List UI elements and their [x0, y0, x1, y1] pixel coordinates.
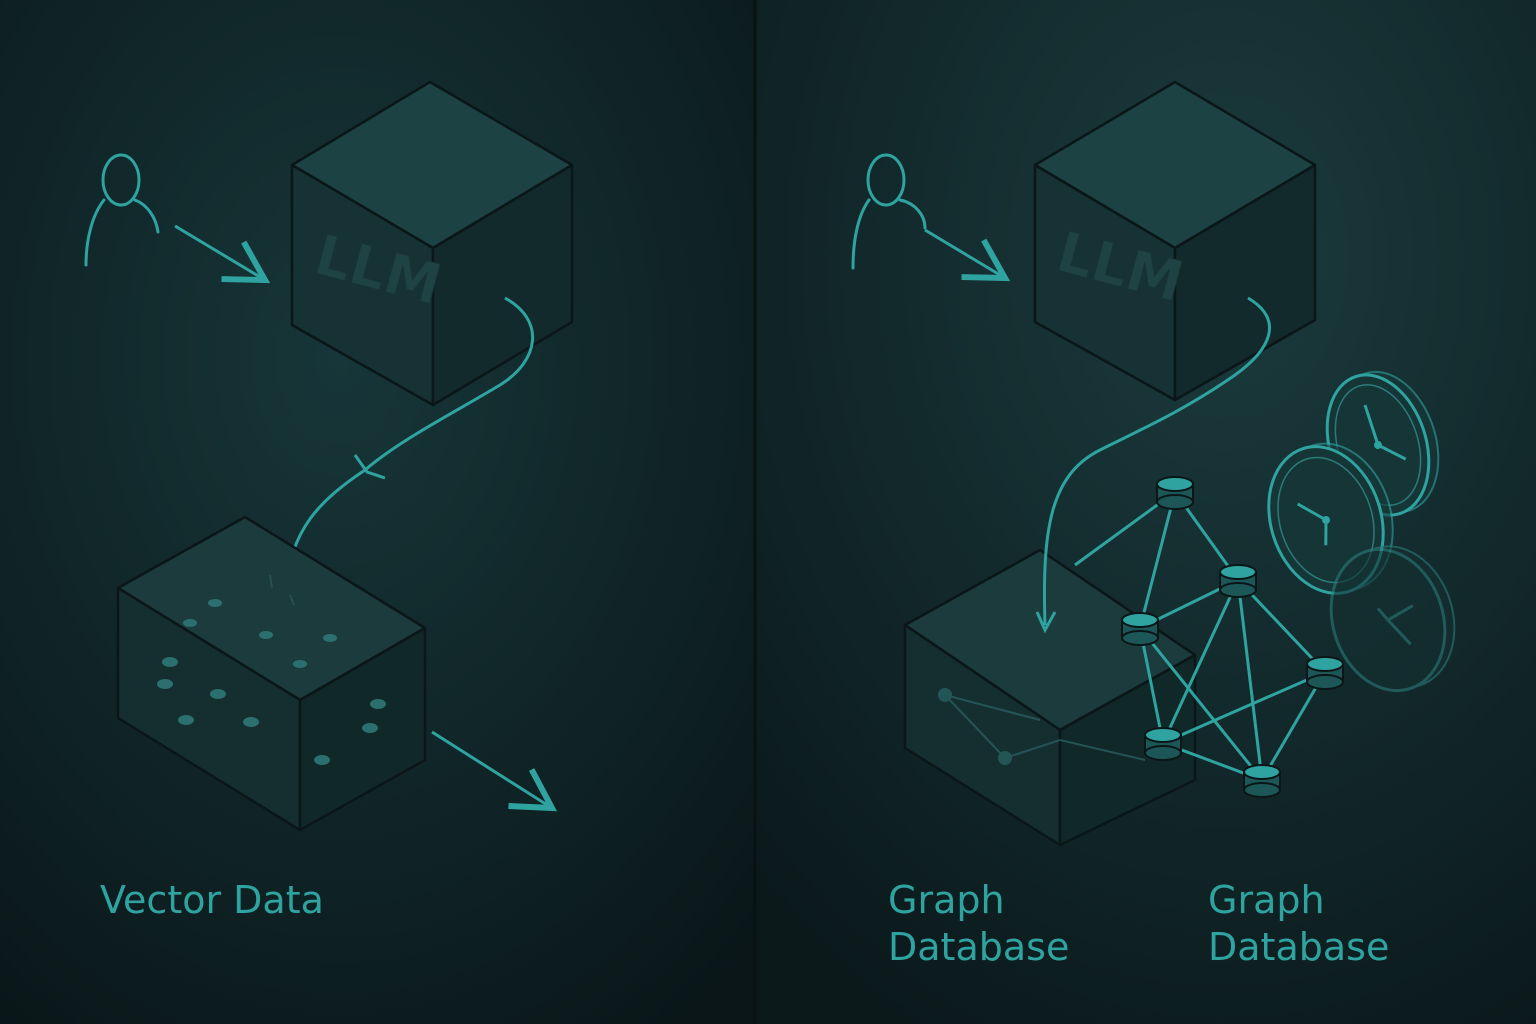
graph-node-icon [1144, 727, 1182, 761]
graph-node-icon [1219, 564, 1257, 598]
user-icon [84, 153, 160, 267]
llm-cube [1033, 80, 1317, 402]
flow-arrow [1042, 296, 1271, 626]
right-panel: LLM [851, 80, 1456, 969]
arrow-icon [174, 224, 271, 284]
graph-node-icon [1243, 764, 1281, 798]
output-arrow-icon [431, 730, 558, 812]
graph-database-caption-1: Graph Database [888, 878, 1069, 969]
faint-graph-lines [938, 688, 1146, 765]
flow-arrow-head [1035, 611, 1057, 634]
arrow-icon [924, 228, 1011, 282]
clock-icon [1329, 545, 1456, 693]
llm-cube [290, 80, 574, 407]
graph-database-caption-2: Graph Database [1208, 878, 1389, 969]
graph-node-icon [1306, 656, 1344, 690]
graph-node-icon [1156, 476, 1194, 510]
vector-data-caption: Vector Data [100, 878, 324, 922]
flow-arrow [284, 296, 534, 591]
user-icon [851, 153, 927, 270]
vector-dots [157, 599, 386, 765]
graph-node-icon [1121, 612, 1159, 646]
left-panel: LLM Vector Data [84, 80, 574, 922]
flow-arrow-head [353, 454, 386, 480]
